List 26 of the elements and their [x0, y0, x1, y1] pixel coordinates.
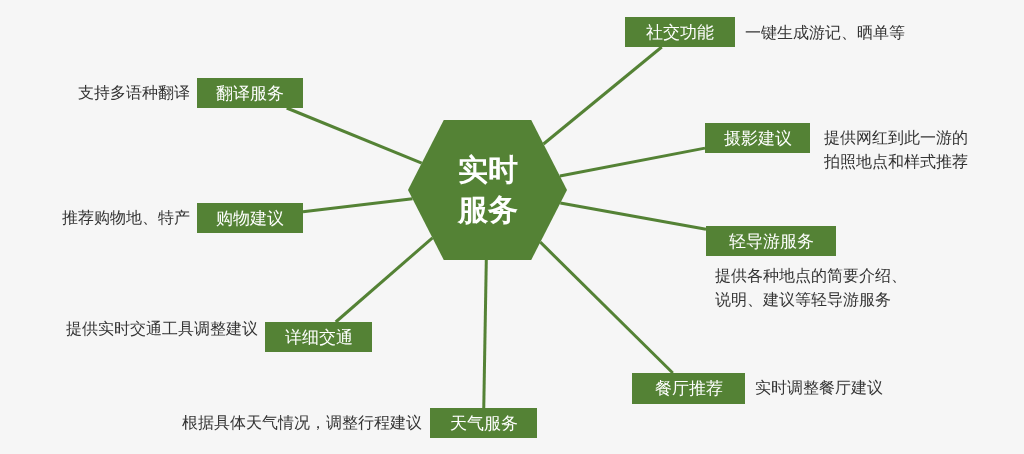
connector-line — [302, 197, 413, 214]
service-label: 轻导游服务 — [706, 226, 836, 256]
description-text: 提供各种地点的简要介绍、说明、建议等轻导游服务 — [715, 265, 908, 311]
connector-line — [482, 259, 488, 409]
service-label: 详细交通 — [265, 322, 372, 352]
connector-line — [334, 236, 434, 324]
service-label: 购物建议 — [197, 203, 303, 233]
service-label: 翻译服务 — [197, 78, 303, 108]
connector-line — [286, 106, 423, 165]
description-text: 提供网红到此一游的拍照地点和样式推荐 — [824, 127, 969, 173]
connector-line — [559, 146, 706, 178]
description-text: 一键生成游记、晒单等 — [745, 22, 906, 44]
connector-line — [560, 201, 707, 231]
service-label: 天气服务 — [430, 408, 537, 438]
service-label: 餐厅推荐 — [632, 373, 745, 404]
connector-line — [539, 241, 674, 375]
service-label: 社交功能 — [625, 17, 735, 47]
hub-title: 实时服务 — [456, 151, 519, 229]
service-label: 摄影建议 — [705, 123, 810, 153]
description-text: 根据具体天气情况，调整行程建议 — [181, 412, 422, 434]
description-text: 推荐购物地、特产 — [61, 207, 190, 229]
hexagon-node — [408, 120, 567, 260]
connector-line — [542, 45, 663, 146]
description-text: 支持多语种翻译 — [77, 82, 190, 104]
description-text: 实时调整餐厅建议 — [755, 377, 884, 399]
description-text: 提供实时交通工具调整建议 — [65, 318, 258, 340]
